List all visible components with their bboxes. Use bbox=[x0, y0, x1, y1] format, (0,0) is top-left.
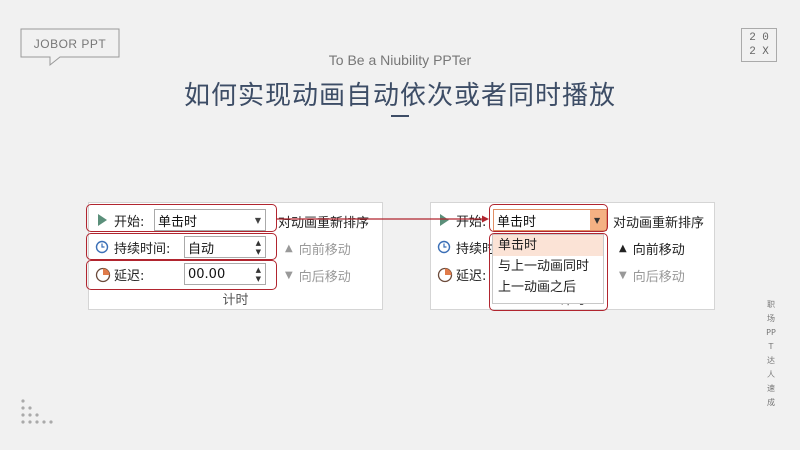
highlight-start-row bbox=[86, 204, 277, 232]
chevron-down-icon: ▼ bbox=[594, 216, 601, 225]
year-char: 0 bbox=[762, 32, 769, 44]
timing-panel-left: 开始: 单击时 ▼ 持续时间: 自动 ▲ ▼ 延迟: 00.00 ▲ ▼ 对动画… bbox=[88, 202, 383, 310]
start-label: 开始: bbox=[114, 214, 145, 230]
delay-icon bbox=[95, 267, 111, 283]
delay-spinner[interactable]: 00.00 ▲ ▼ bbox=[184, 263, 266, 285]
delay-value: 00.00 bbox=[188, 266, 226, 282]
start-row: 开始: bbox=[431, 208, 486, 232]
start-dropdown-list: 单击时 与上一动画同时 上一动画之后 bbox=[492, 234, 604, 304]
spin-up-icon[interactable]: ▲ bbox=[255, 239, 261, 247]
spin-up-icon[interactable]: ▲ bbox=[255, 266, 261, 274]
year-char: X bbox=[762, 46, 769, 58]
start-combo-active[interactable]: 单击时 ▼ bbox=[493, 209, 607, 231]
triangle-down-icon: ▼ bbox=[285, 270, 293, 281]
duration-label: 持续时间: bbox=[114, 241, 171, 257]
move-forward-button[interactable]: ▲ 向前移动 bbox=[619, 239, 685, 258]
delay-row: 延迟: bbox=[431, 262, 486, 286]
clock-icon bbox=[437, 240, 451, 254]
start-combo[interactable]: 单击时 ▼ bbox=[154, 209, 266, 231]
year-badge: 2 0 2 X bbox=[741, 28, 777, 62]
start-combo-value: 单击时 bbox=[497, 214, 537, 230]
reorder-label: 对动画重新排序 bbox=[278, 216, 370, 231]
clock-icon bbox=[95, 240, 109, 254]
spin-down-icon[interactable]: ▼ bbox=[255, 248, 261, 256]
year-char: 2 bbox=[749, 32, 756, 44]
move-backward-label: 向后移动 bbox=[298, 270, 351, 285]
start-row: 开始: bbox=[89, 208, 144, 232]
play-icon bbox=[95, 213, 109, 227]
spin-down-icon[interactable]: ▼ bbox=[255, 275, 261, 283]
move-forward-label: 向前移动 bbox=[298, 243, 351, 258]
dropdown-option-after-previous[interactable]: 上一动画之后 bbox=[498, 280, 577, 295]
year-char: 2 bbox=[749, 46, 756, 58]
delay-icon bbox=[437, 267, 453, 283]
reorder-label: 对动画重新排序 bbox=[613, 216, 705, 231]
highlight-delay-row bbox=[86, 260, 277, 290]
play-icon bbox=[437, 213, 451, 227]
triangle-down-icon: ▼ bbox=[619, 270, 627, 281]
logo-text: JOBOR PPT bbox=[33, 37, 107, 51]
duration-spinner[interactable]: 自动 ▲ ▼ bbox=[184, 236, 266, 258]
move-backward-button[interactable]: ▼ 向后移动 bbox=[619, 266, 685, 285]
duration-label: 持续时 bbox=[456, 241, 496, 257]
page-subtitle: To Be a Niubility PPTer bbox=[328, 52, 472, 68]
triangle-up-icon: ▲ bbox=[619, 243, 627, 254]
page-title: 如何实现动画自动依次或者同时播放 bbox=[183, 81, 616, 111]
start-label: 开始: bbox=[456, 214, 487, 230]
dropdown-option-with-previous[interactable]: 与上一动画同时 bbox=[498, 259, 590, 274]
delay-label: 延迟: bbox=[456, 268, 487, 284]
move-backward-label: 向后移动 bbox=[632, 270, 685, 285]
dropdown-option-on-click[interactable]: 单击时 bbox=[493, 235, 603, 256]
duration-value: 自动 bbox=[188, 241, 215, 257]
triangle-up-icon: ▲ bbox=[285, 243, 293, 254]
move-forward-label: 向前移动 bbox=[632, 243, 685, 258]
chevron-down-icon[interactable]: ▼ bbox=[254, 216, 261, 225]
dot-grid-decoration bbox=[21, 399, 53, 424]
duration-row: 持续时间: bbox=[89, 235, 170, 259]
group-label-timing: 计时 bbox=[222, 293, 249, 308]
delay-row: 延迟: bbox=[89, 262, 144, 286]
logo-badge: JOBOR PPT bbox=[20, 28, 120, 67]
side-slogan: 职场PPT达人速成 bbox=[766, 300, 776, 407]
move-backward-button[interactable]: ▼ 向后移动 bbox=[285, 266, 351, 285]
highlight-duration-row bbox=[86, 233, 277, 260]
highlight-dropdown-list bbox=[489, 233, 608, 311]
duration-row: 持续时 bbox=[431, 235, 495, 259]
start-combo-value: 单击时 bbox=[158, 214, 198, 230]
move-forward-button[interactable]: ▲ 向前移动 bbox=[285, 239, 351, 258]
delay-label: 延迟: bbox=[114, 268, 145, 284]
title-underline bbox=[391, 115, 409, 117]
dropdown-arrow-button[interactable]: ▼ bbox=[590, 210, 606, 230]
highlight-start-combo bbox=[489, 204, 608, 232]
